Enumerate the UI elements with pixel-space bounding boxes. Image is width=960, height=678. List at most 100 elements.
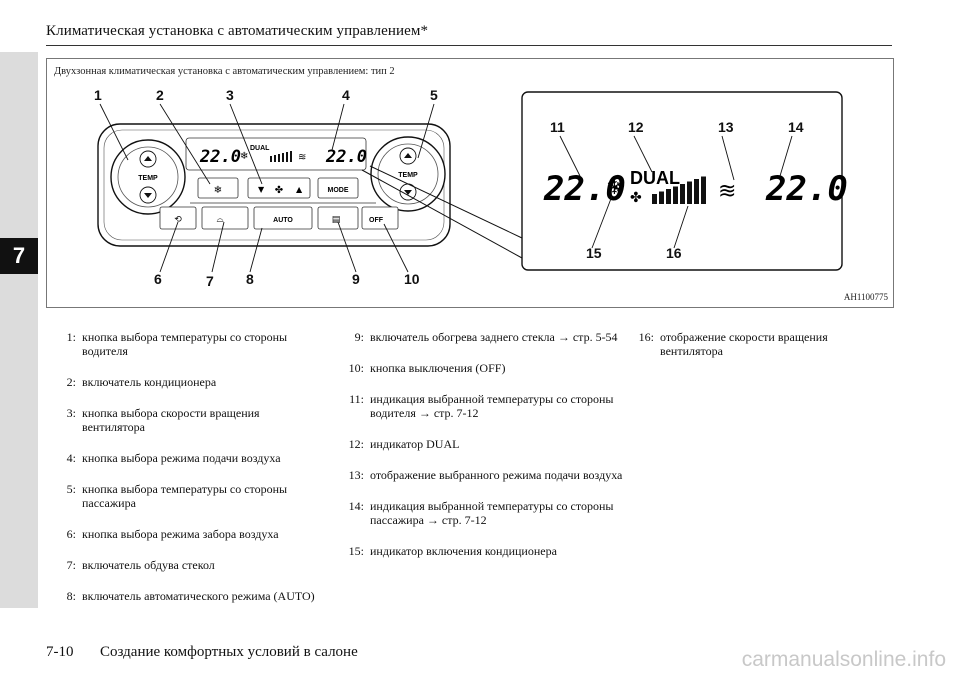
- legend-number: 4:: [66, 451, 76, 465]
- fan-level-bar: [666, 189, 671, 204]
- enlarged-temp-left: 22.0: [543, 169, 626, 209]
- legend-text: отображение выбранного режима подачи воз…: [370, 468, 623, 482]
- figure-caption: Двухзонная климатическая установка с авт…: [54, 66, 395, 77]
- ac-button-icon: ❄: [214, 185, 222, 196]
- callout-8: 8: [246, 271, 254, 287]
- small-display-dual: DUAL: [250, 145, 270, 152]
- small-display-mode-icon: ≋: [298, 152, 306, 163]
- legend-text: кнопка выключения (OFF): [370, 361, 506, 375]
- panel-display-window: [185, 137, 367, 171]
- page-header-title: Климатическая установка с автоматическим…: [46, 23, 429, 39]
- small-display-fan-bars: [270, 151, 292, 162]
- legend-number: 9:: [354, 330, 364, 344]
- legend-text: кнопка выбора температуры со стороны пас…: [82, 482, 288, 510]
- legend-text: индикация выбранной температуры со сторо…: [370, 499, 614, 527]
- legend-item: 8:включатель автоматического режима (AUT…: [46, 589, 316, 603]
- legend-item: 11: индикация выбранной температуры со ст…: [334, 392, 624, 420]
- fan-level-bar: [673, 186, 678, 204]
- auto-button: [253, 206, 313, 230]
- header-divider: [46, 45, 892, 46]
- legend-number: 1:: [66, 330, 76, 344]
- callout-10: 10: [404, 271, 420, 287]
- fan-speed-button-icon: ✤: [275, 185, 283, 196]
- ac-button: [197, 177, 239, 199]
- callout-9: 9: [352, 271, 360, 287]
- small-display-ac-indicator: ❄: [240, 151, 248, 162]
- legend-text: кнопка выбора температуры со стороны вод…: [82, 330, 288, 358]
- recirc-button: [159, 206, 197, 230]
- legend-item: 13:отображение выбранного режима подачи …: [334, 468, 624, 482]
- legend-text: индикация выбранной температуры со сторо…: [370, 392, 614, 420]
- legend-text: включатель кондиционера: [82, 375, 217, 389]
- legend-number: 5:: [66, 482, 76, 496]
- legend-text: отображение скорости вращения вентилятор…: [660, 330, 828, 358]
- svg-text:⌓: ⌓: [216, 215, 223, 225]
- callout-6: 6: [154, 271, 162, 287]
- legend-item: 16: отображение скорости вращения вентиля…: [624, 330, 892, 358]
- callout-14: 14: [788, 119, 804, 135]
- legend-number: 10:: [348, 361, 364, 375]
- callout-2: 2: [156, 87, 164, 103]
- svg-text:▲: ▲: [296, 185, 303, 194]
- svg-text:▼: ▼: [258, 185, 265, 194]
- section-title: Создание комфортных условий в салоне: [100, 644, 358, 660]
- callout-4: 4: [342, 87, 350, 103]
- defrost-button: [201, 206, 249, 230]
- callout-3: 3: [226, 87, 234, 103]
- legend-item: 1: кнопка выбора температуры со стороны в…: [46, 330, 316, 358]
- legend-number: 11:: [349, 392, 364, 406]
- enlarged-display-frame: [521, 91, 843, 271]
- legend-text: кнопка выбора скорости вращения вентилят…: [82, 406, 260, 434]
- legend-number: 6:: [66, 527, 76, 541]
- legend-text: включатель обогрева заднего стекла → стр…: [370, 330, 618, 344]
- legend-text: кнопка выбора режима забора воздуха: [82, 527, 279, 541]
- legend-number: 2:: [66, 375, 76, 389]
- auto-button-label: AUTO: [273, 217, 293, 224]
- legend-number: 15:: [348, 544, 364, 558]
- small-display-temp-right: 22.0: [325, 147, 367, 167]
- enlarged-ac-indicator: ❄: [606, 175, 623, 199]
- enlarged-mode-icon: ≋: [718, 179, 736, 204]
- fan-level-bar: [687, 181, 692, 204]
- figure-id: AH1100775: [843, 292, 888, 302]
- legend-text: кнопка выбора режима подачи воздуха: [82, 451, 281, 465]
- fan-level-bar: [680, 184, 685, 204]
- fan-level-bar: [652, 194, 657, 204]
- legend-number: 3:: [66, 406, 76, 420]
- legend-number: 7:: [66, 558, 76, 572]
- callout-15: 15: [586, 245, 602, 261]
- callout-11: 11: [550, 119, 565, 135]
- mode-button: [317, 177, 359, 199]
- legend-item: 6: кнопка выбора режима забора воздуха: [46, 527, 316, 541]
- page-number: 7-10: [46, 644, 74, 660]
- callout-13: 13: [718, 119, 734, 135]
- legend-column-2: 9: включатель обогрева заднего стекла → с…: [334, 330, 624, 575]
- legend-text: индикатор DUAL: [370, 437, 460, 451]
- svg-text:⟲: ⟲: [174, 215, 182, 225]
- callout-1: 1: [94, 87, 102, 103]
- enlarged-temp-right: 22.0: [765, 169, 848, 209]
- mode-button-label: MODE: [328, 187, 349, 194]
- legend-item: 5: кнопка выбора температуры со стороны п…: [46, 482, 316, 510]
- legend-text: индикатор включения кондиционера: [370, 544, 557, 558]
- off-button-label: OFF: [369, 217, 384, 224]
- driver-temp-knob: TEMP: [110, 139, 186, 215]
- legend-column-3: 16: отображение скорости вращения вентиля…: [624, 330, 892, 375]
- chapter-number-badge: 7: [0, 238, 38, 274]
- chapter-side-tab: [0, 52, 38, 608]
- fan-level-bar: [659, 191, 664, 204]
- callout-7: 7: [206, 273, 214, 289]
- legend-item: 4: кнопка выбора режима подачи воздуха: [46, 451, 316, 465]
- legend-number: 16:: [638, 330, 654, 344]
- driver-knob-temp-label: TEMP: [138, 175, 158, 182]
- enlarged-dual: DUAL: [630, 168, 680, 188]
- off-button: [361, 206, 399, 230]
- fan-speed-button: [247, 177, 311, 199]
- legend-item: 10: кнопка выключения (OFF): [334, 361, 624, 375]
- svg-text:▤: ▤: [332, 215, 341, 225]
- legend-item: 15: индикатор включения кондиционера: [334, 544, 624, 558]
- fan-level-bar: [694, 179, 699, 204]
- fan-level-bar: [701, 176, 706, 204]
- legend-item: 12:индикатор DUAL: [334, 437, 624, 451]
